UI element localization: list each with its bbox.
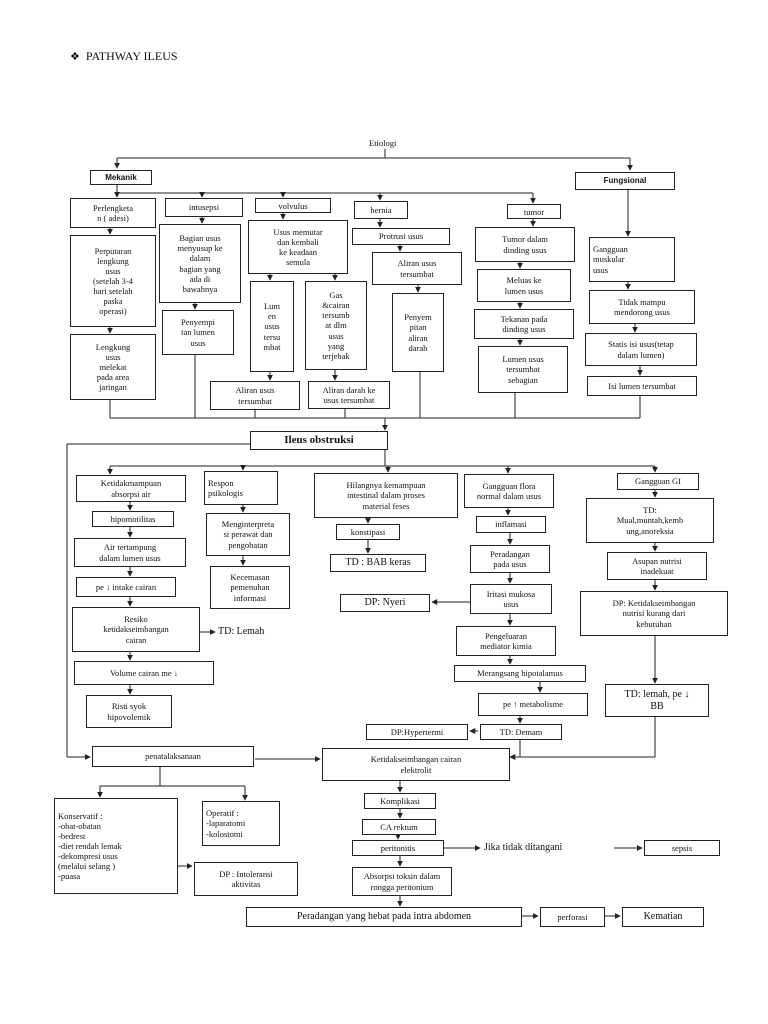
- ileus-obstruksi-box: Ileus obstruksi: [250, 431, 388, 450]
- tidak-mampu-box: Tidak mampu mendorong usus: [589, 290, 695, 324]
- meluas-box: Meluas ke lumen usus: [477, 269, 571, 302]
- tumor-box: tumor: [507, 204, 561, 219]
- komplikasi-box: Komplikasi: [364, 793, 436, 809]
- fungsional-box: Fungsional: [575, 172, 675, 190]
- aliran-usus-tersumbat-2-box: Aliran usus tersumbat: [210, 381, 300, 410]
- konservatif-box: Konservatif : -obat-obatan -bedrest -die…: [54, 798, 178, 894]
- kecemasan-box: Kecemasan pemenuhan informasi: [210, 566, 290, 609]
- etiologi-label: Etiologi: [369, 138, 397, 148]
- td-lemah-bb-box: TD: lemah, pe ↓ BB: [605, 684, 709, 717]
- lengkung-box: Lengkung usus melekat pada area jaringan: [70, 334, 156, 400]
- inflamasi-box: inflamasi: [476, 516, 546, 533]
- respon-box: Respon psikologis: [204, 471, 278, 505]
- operatif-box: Operatif : -laparatomi -kolostomi: [202, 801, 280, 846]
- gangguan-flora-box: Gangguan flora normal dalam usus: [464, 474, 554, 508]
- hilangnya-box: Hilangnya kemampuan intestinal dalam pro…: [314, 473, 458, 518]
- ketidakmampuan-box: Ketidakmampuan absorpsi air: [76, 475, 186, 502]
- aliran-darah-ke-usus-box: Aliran darah ke usus tersumbat: [308, 381, 390, 409]
- absorpsi-toksin-box: Absorpsi toksin dalam rongga peritonium: [352, 867, 452, 896]
- ca-rektum-box: CA rektum: [362, 819, 436, 835]
- dp-nyeri-box: DP: Nyeri: [340, 594, 430, 612]
- peritonitis-box: peritonitis: [352, 840, 444, 856]
- risti-box: Risti syok hipovolemik: [86, 695, 172, 728]
- lumen-sebagian-box: Lumen usus tersumbat sebagian: [478, 346, 568, 393]
- metabolisme-box: pe ↑ metabolisme: [478, 693, 588, 716]
- page-title-text: PATHWAY ILEUS: [85, 49, 178, 63]
- perlengketan-box: Perlengketa n ( adesi): [70, 198, 156, 228]
- td-demam-box: TD: Demam: [480, 724, 562, 740]
- sepsis-box: sepsis: [644, 840, 720, 856]
- dp-intoleransi-box: DP : Intoleransi aktivitas: [194, 862, 298, 896]
- hernia-box: hernia: [354, 201, 408, 219]
- penyempitan-aliran-darah-box: Penyem pitan aliran darah: [392, 293, 444, 372]
- penatalaksanaan-box: penatalaksanaan: [92, 746, 254, 767]
- pengeluaran-box: Pengeluaran mediator kimia: [456, 626, 556, 656]
- intake-box: pe ↓ intake cairan: [76, 577, 176, 597]
- tekanan-box: Tekanan pada dinding usus: [474, 309, 574, 339]
- intusepsi-box: intusepsi: [165, 198, 243, 217]
- peradangan-usus-box: Peradangan pada usus: [470, 545, 550, 573]
- page-title: ❖ PATHWAY ILEUS: [70, 49, 178, 64]
- dp-hipertermi-box: DP:Hypertermi: [366, 724, 468, 740]
- mekanik-box: Mekanik: [90, 170, 152, 185]
- bagian-usus-box: Bagian usus menyusup ke dalam bagian yan…: [159, 224, 241, 303]
- td-bab-box: TD : BAB keras: [330, 554, 426, 572]
- aliran-usus-tersumbat-box: Aliran usus tersumbat: [372, 252, 462, 285]
- dp-nutrisi-box: DP: Ketidakseimbangan nutrisi kurang dar…: [580, 591, 728, 636]
- peradangan-hebat-box: Peradangan yang hebat pada intra abdomen: [246, 907, 522, 927]
- gas-cairan-box: Gas &cairan tersumb at dlm usus yang ter…: [305, 281, 367, 370]
- statis-box: Statis isi usus(tetap dalam lumen): [585, 333, 697, 366]
- usus-memutar-box: Usus memutar dan kembali ke keadaan semu…: [248, 220, 348, 274]
- perputaran-box: Perputaran lengkung usus (setelah 3-4 ha…: [70, 235, 156, 327]
- ketidakseimbangan-elektrolit-box: Ketidakseimbangan cairan elektrolit: [322, 748, 510, 781]
- merangsang-box: Merangsang hipotalamus: [454, 665, 586, 682]
- hipomotilitas-box: hipomotilitas: [92, 511, 174, 527]
- gangguan-gi-box: Gangguan GI: [617, 473, 699, 490]
- menginterpretasi-box: Menginterpreta si perawat dan pengobatan: [206, 513, 290, 556]
- iritasi-box: Iritasi mukosa usus: [470, 584, 552, 614]
- volume-box: Volume cairan me ↓: [74, 661, 214, 685]
- bullet-diamond-icon: ❖: [70, 50, 80, 63]
- resiko-box: Resiko ketidakseimbangan cairan: [72, 607, 200, 652]
- volvulus-box: volvulus: [255, 198, 331, 213]
- td-lemah-label: TD: Lemah: [218, 626, 265, 637]
- penyempitan-lumen-box: Penyempi tan lumen usus: [162, 310, 234, 355]
- isi-lumen-box: Isi lumen tersumbat: [587, 376, 697, 396]
- konstipasi-box: konstipasi: [336, 524, 400, 540]
- jika-tidak-label: Jika tidak ditangani: [484, 842, 563, 853]
- protrusi-box: Protrusi usus: [352, 228, 450, 245]
- asupan-box: Asupan nutrisi inadekuat: [607, 552, 707, 580]
- tumor-dalam-box: Tumor dalam dinding usus: [475, 227, 575, 262]
- kematian-box: Kematian: [622, 907, 704, 927]
- perforasi-box: perforasi: [540, 907, 605, 927]
- gangguan-muskular-box: Gangguan muskular usus: [589, 237, 675, 282]
- air-tertampung-box: Air tertampung dalam lumen usus: [74, 538, 186, 567]
- lumen-tersumbat-box: Lum en usus tersu mbat: [250, 281, 294, 372]
- td-mual-box: TD: Mual,muntah,kemb ung,anoreksia: [586, 498, 714, 543]
